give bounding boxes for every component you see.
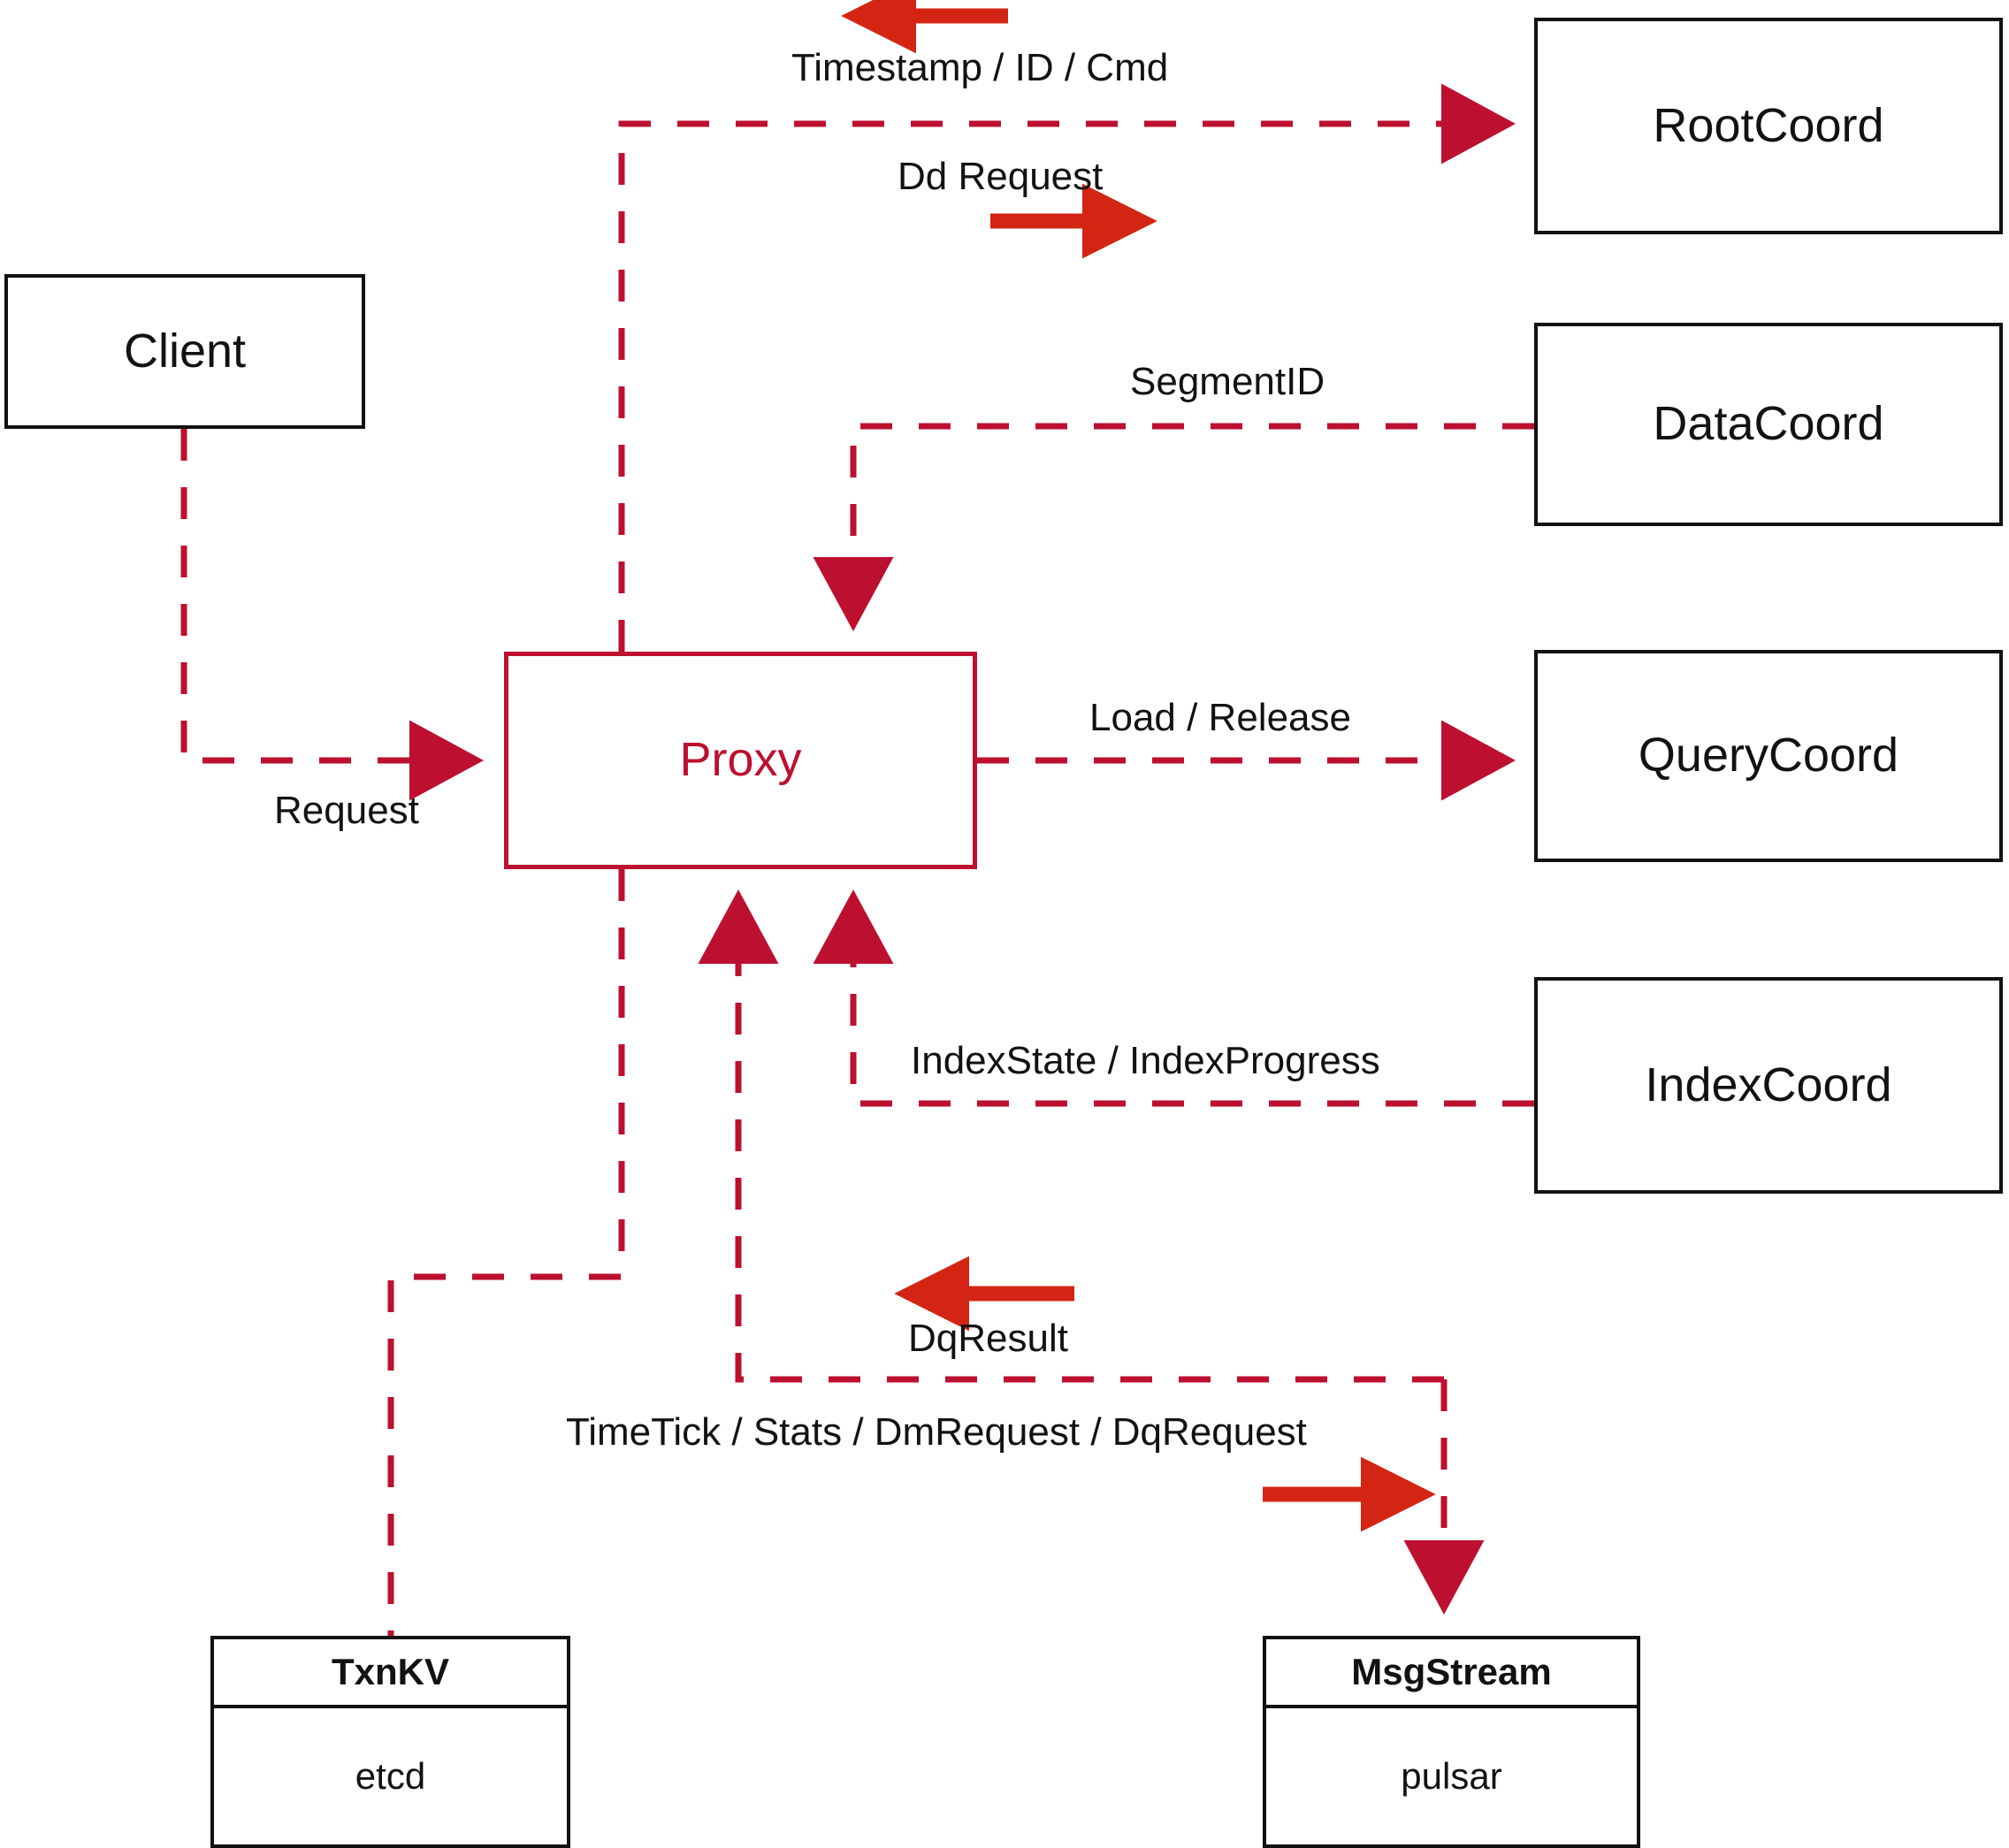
node-txnkv-header: TxnKV: [214, 1639, 567, 1708]
node-txnkv-body: etcd: [214, 1708, 567, 1844]
edge-label-dd-request: Dd Request: [898, 155, 1104, 198]
node-datacoord[interactable]: DataCoord: [1534, 323, 2003, 526]
edge-proxy-to-rootcoord: [618, 83, 1516, 652]
edge-label-timestamp-id-cmd: Timestamp / ID / Cmd: [791, 46, 1169, 89]
node-client-label: Client: [123, 324, 247, 378]
node-msgstream-label: MsgStream: [1351, 1650, 1552, 1692]
edge-datacoord-to-proxy: [813, 423, 1534, 631]
edge-label-dq-result: DqResult: [908, 1317, 1068, 1360]
node-client[interactable]: Client: [4, 274, 365, 429]
node-querycoord-label: QueryCoord: [1638, 729, 1899, 783]
node-txnkv[interactable]: TxnKV etcd: [210, 1636, 570, 1848]
edge-label-request: Request: [274, 789, 419, 832]
node-msgstream[interactable]: MsgStream pulsar: [1263, 1636, 1640, 1848]
node-msgstream-header: MsgStream: [1266, 1639, 1637, 1708]
edge-msgstream-to-proxy: [698, 890, 1444, 1383]
edge-client-to-proxy: [180, 429, 484, 801]
edge-label-index-state-progress: IndexState / IndexProgress: [911, 1039, 1380, 1082]
node-msgstream-body: pulsar: [1266, 1708, 1637, 1844]
node-indexcoord-label: IndexCoord: [1645, 1058, 1892, 1111]
node-datacoord-label: DataCoord: [1653, 397, 1884, 451]
node-rootcoord-label: RootCoord: [1653, 98, 1884, 152]
node-proxy-label: Proxy: [679, 733, 802, 787]
node-querycoord[interactable]: QueryCoord: [1534, 650, 2003, 862]
edge-label-segment-id: SegmentID: [1130, 360, 1325, 403]
node-msgstream-impl-label: pulsar: [1401, 1754, 1502, 1797]
node-txnkv-impl-label: etcd: [355, 1754, 426, 1797]
node-txnkv-label: TxnKV: [331, 1650, 449, 1692]
edge-label-timetick-stats-dm-dq: TimeTick / Stats / DmRequest / DqRequest: [566, 1410, 1307, 1454]
edge-label-load-release: Load / Release: [1089, 696, 1351, 739]
node-proxy[interactable]: Proxy: [504, 652, 977, 869]
node-rootcoord[interactable]: RootCoord: [1534, 18, 2003, 234]
node-indexcoord[interactable]: IndexCoord: [1534, 977, 2003, 1194]
edge-proxy-to-txnkv: [387, 869, 625, 1636]
